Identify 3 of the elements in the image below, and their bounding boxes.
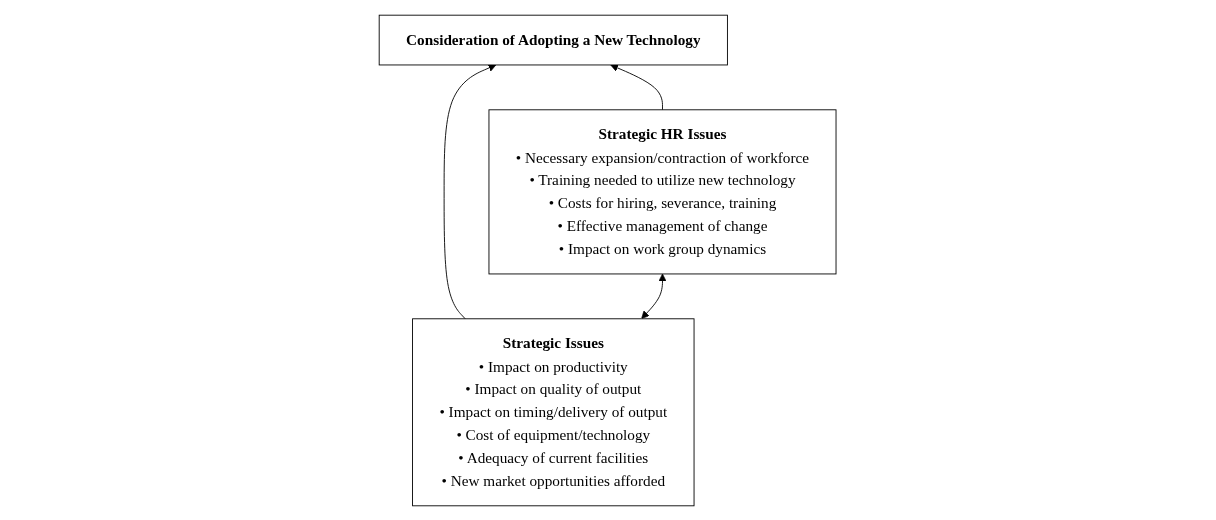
node-box: Consideration of Adopting a New Technology: [379, 14, 729, 65]
node-box: Strategic Issues • Impact on productivity • Impact on quality of output • Impact on timing/delivery of output • Cost of equipment/technology • Adequacy of current facilities • New market opportunities afforded: [412, 317, 695, 506]
node-box: Strategic HR Issues • Necessary expansion/contraction of workforce • Training needed to utilize new technology • Costs for hiring, severance, training • Effective management of change • Impact on work group dynamics: [488, 108, 837, 274]
